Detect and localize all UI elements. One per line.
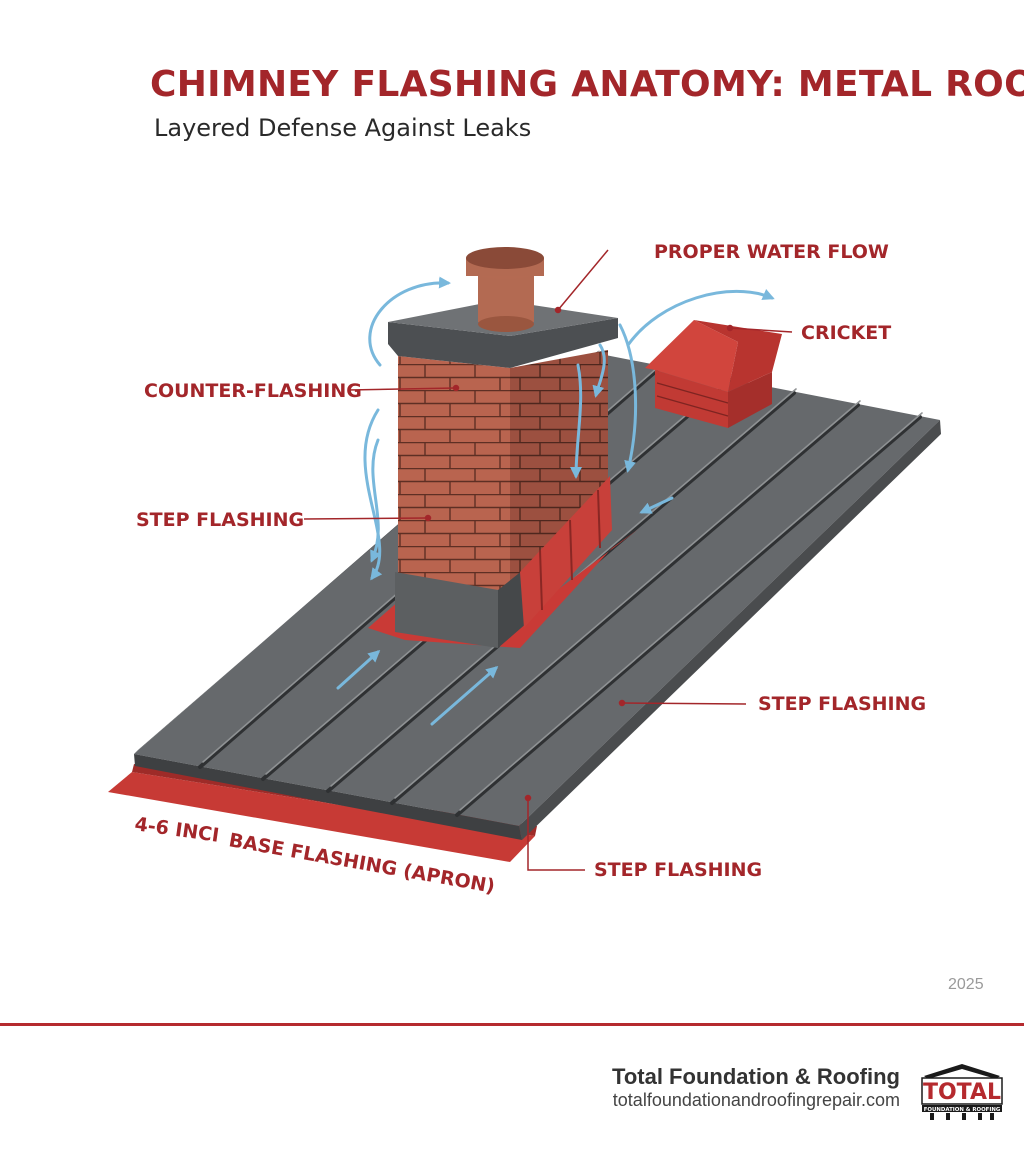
logo-word: TOTAL [923,1080,1001,1105]
chimney-flashing-diagram: PROPER WATER FLOW CRICKET COUNTER-FLASHI… [108,241,941,898]
label-counter-flashing: COUNTER-FLASHING [144,380,362,402]
label-inches: 4-6 INCI [133,813,220,847]
footer-divider [0,1023,1024,1026]
label-step-flashing-bottom: STEP FLASHING [594,859,762,881]
page-title: CHIMNEY FLASHING ANATOMY: METAL ROOF [150,64,1024,105]
brand-name: Total Foundation & Roofing [612,1064,900,1089]
leader-lines [303,249,793,871]
year-label: 2025 [948,976,984,993]
brand-url[interactable]: totalfoundationandroofingrepair.com [612,1090,900,1110]
chimney [368,247,640,648]
company-logo: TOTAL FOUNDATION & ROOFING [921,1064,1003,1120]
page-subtitle: Layered Defense Against Leaks [154,114,532,142]
label-step-flashing-left: STEP FLASHING [136,509,304,531]
label-proper-water-flow: PROPER WATER FLOW [654,241,889,263]
logo-tagline: FOUNDATION & ROOFING [924,1107,1001,1113]
cricket [645,320,782,428]
label-step-flashing-right: STEP FLASHING [758,693,926,715]
water-flow-arrows [336,276,775,726]
label-cricket: CRICKET [801,322,891,344]
